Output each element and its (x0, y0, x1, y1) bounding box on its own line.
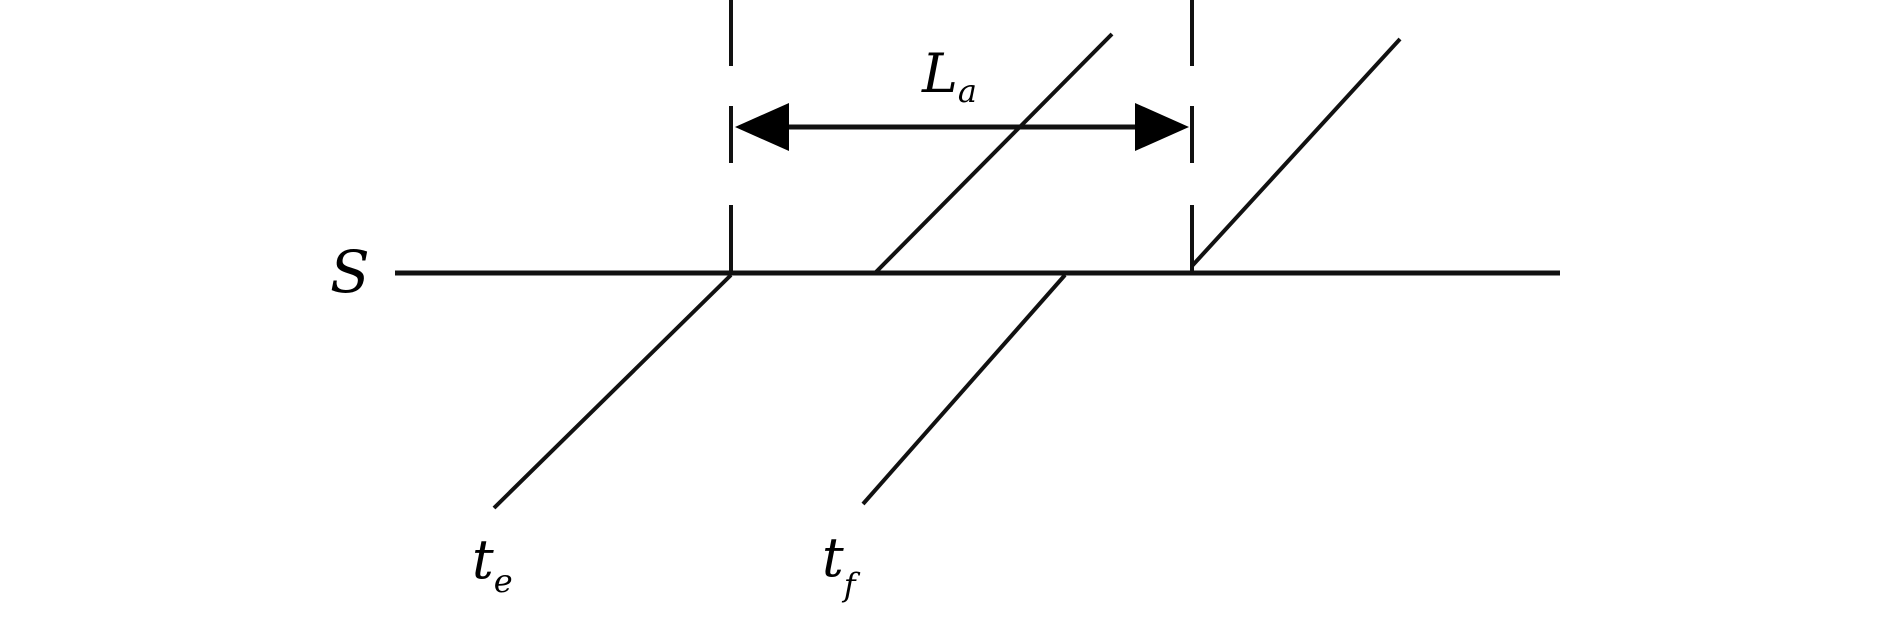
dimension-arrow-la (735, 103, 1189, 151)
arrowhead-left-icon (735, 103, 789, 151)
line-label-te: te (472, 528, 513, 600)
dimension-label-sub: a (958, 72, 977, 110)
line-label-te-main: t (472, 528, 494, 591)
diagonal-line-tf (861, 273, 1067, 506)
diagonal-line-te (492, 273, 733, 510)
dimension-label-la: La (921, 42, 977, 110)
line-label-tf-sub: f (842, 566, 861, 604)
line-label-tf: tf (822, 526, 861, 604)
diagonal-line-upper-2 (1190, 37, 1402, 268)
diagonal-line-upper-1 (874, 32, 1114, 274)
arrowhead-right-icon (1135, 103, 1189, 151)
line-label-te-sub: e (494, 562, 513, 600)
line-label-tf-main: t (822, 526, 844, 589)
axis-s-label: S (330, 238, 370, 306)
dimension-label-main: L (921, 42, 958, 105)
